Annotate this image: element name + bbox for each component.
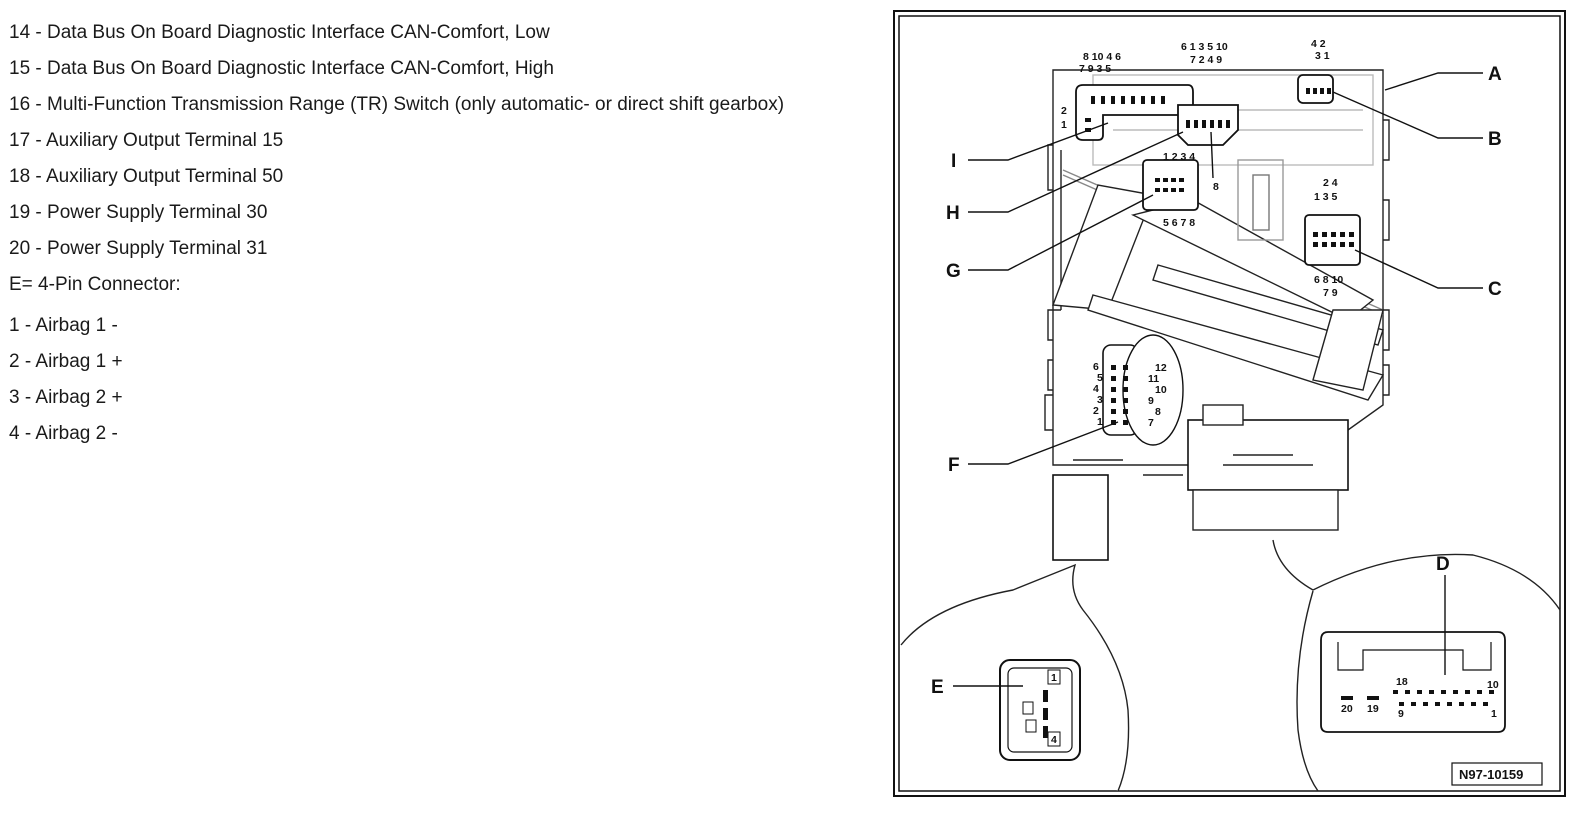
pin-label: 2	[1093, 405, 1099, 417]
legend-item: 18 - Auxiliary Output Terminal 50	[9, 166, 284, 187]
callout-labels: A B C D E F G H I	[931, 64, 1502, 698]
callout-g: G	[946, 261, 961, 282]
pin-markers	[1085, 88, 1354, 425]
pin-label: 7 9	[1323, 287, 1338, 299]
pin-label: 8	[1155, 406, 1161, 418]
legend-item: 20 - Power Supply Terminal 31	[9, 238, 268, 259]
pin-label: 2	[1061, 105, 1067, 117]
callout-b: B	[1488, 129, 1502, 150]
callout-i: I	[951, 151, 956, 172]
legend-heading: E= 4-Pin Connector:	[9, 274, 181, 295]
callout-d: D	[1436, 554, 1450, 575]
pin-label: 3	[1097, 394, 1103, 406]
pin-label: 10	[1155, 384, 1167, 396]
pin-label: 7 2 4 9	[1190, 54, 1222, 66]
pin-label: 6 8 10	[1314, 274, 1343, 286]
pin-label: 4	[1051, 734, 1057, 746]
reference-box	[1451, 762, 1543, 786]
legend-item: 15 - Data Bus On Board Diagnostic Interf…	[9, 58, 554, 79]
legend-item: 2 - Airbag 1 +	[9, 351, 123, 372]
pin-label: 20	[1341, 703, 1353, 715]
pin-label: 11	[1148, 373, 1159, 385]
callout-a: A	[1488, 64, 1502, 85]
connector-e-detail: 1 4	[999, 659, 1081, 761]
pin-label: 4 2	[1311, 38, 1326, 50]
pin-label: 8 10 4 6	[1083, 51, 1121, 63]
callout-h: H	[946, 203, 960, 224]
leader-lines	[953, 72, 1483, 687]
frame-inner	[898, 15, 1561, 792]
pin-label: 9	[1148, 395, 1154, 407]
connector-diagram: 8 10 4 6 7 9 3 5 2 1 6 1 3 5 10 7 2 4 9 …	[893, 10, 1566, 797]
control-module-drawing	[900, 69, 1561, 792]
pin-label: 1 3 5	[1314, 191, 1338, 203]
pin-label: 4	[1093, 383, 1099, 395]
callout-c: C	[1488, 279, 1502, 300]
pin-label: 3 1	[1315, 50, 1330, 62]
legend-item: 1 - Airbag 1 -	[9, 315, 118, 336]
pin-label: 19	[1367, 703, 1379, 715]
pin-label: 6	[1093, 361, 1099, 373]
pin-labels: 8 10 4 6 7 9 3 5 2 1 6 1 3 5 10 7 2 4 9 …	[1061, 38, 1343, 429]
connector-d-detail: 18 10 20 19 9 1	[1320, 631, 1506, 733]
pin-label: 7	[1148, 417, 1154, 429]
diagram-svg: 8 10 4 6 7 9 3 5 2 1 6 1 3 5 10 7 2 4 9 …	[893, 10, 1566, 797]
legend-item: 3 - Airbag 2 +	[9, 387, 123, 408]
pin-label: 9	[1398, 708, 1404, 720]
pin-label: 2 4	[1323, 177, 1338, 189]
legend-list: 14 - Data Bus On Board Diagnostic Interf…	[9, 22, 879, 459]
pin-label: 1 2 3 4	[1163, 151, 1195, 163]
pin-label: 7 9 3 5	[1079, 63, 1111, 75]
callout-f: F	[948, 455, 960, 476]
pin-label: 1	[1491, 708, 1497, 720]
pin-label: 1	[1097, 416, 1103, 428]
pin-label: 12	[1155, 362, 1167, 374]
pin-label: 1	[1051, 672, 1057, 684]
pin-label: 5	[1097, 372, 1103, 384]
pin-label: 5 6 7 8	[1163, 217, 1195, 229]
pin-label: 18	[1396, 676, 1408, 688]
pin-label: 1	[1061, 119, 1067, 131]
reference-number: N97-10159	[1459, 767, 1523, 782]
legend-item: 4 - Airbag 2 -	[9, 423, 118, 444]
legend-item: 14 - Data Bus On Board Diagnostic Interf…	[9, 22, 550, 43]
callout-e: E	[931, 677, 944, 698]
legend-item: 17 - Auxiliary Output Terminal 15	[9, 130, 284, 151]
legend-item: 16 - Multi-Function Transmission Range (…	[9, 94, 785, 115]
legend-item: 19 - Power Supply Terminal 30	[9, 202, 268, 223]
pin-label: 8	[1213, 181, 1219, 193]
pin-label: 10	[1487, 679, 1499, 691]
pin-label: 6 1 3 5 10	[1181, 41, 1228, 53]
